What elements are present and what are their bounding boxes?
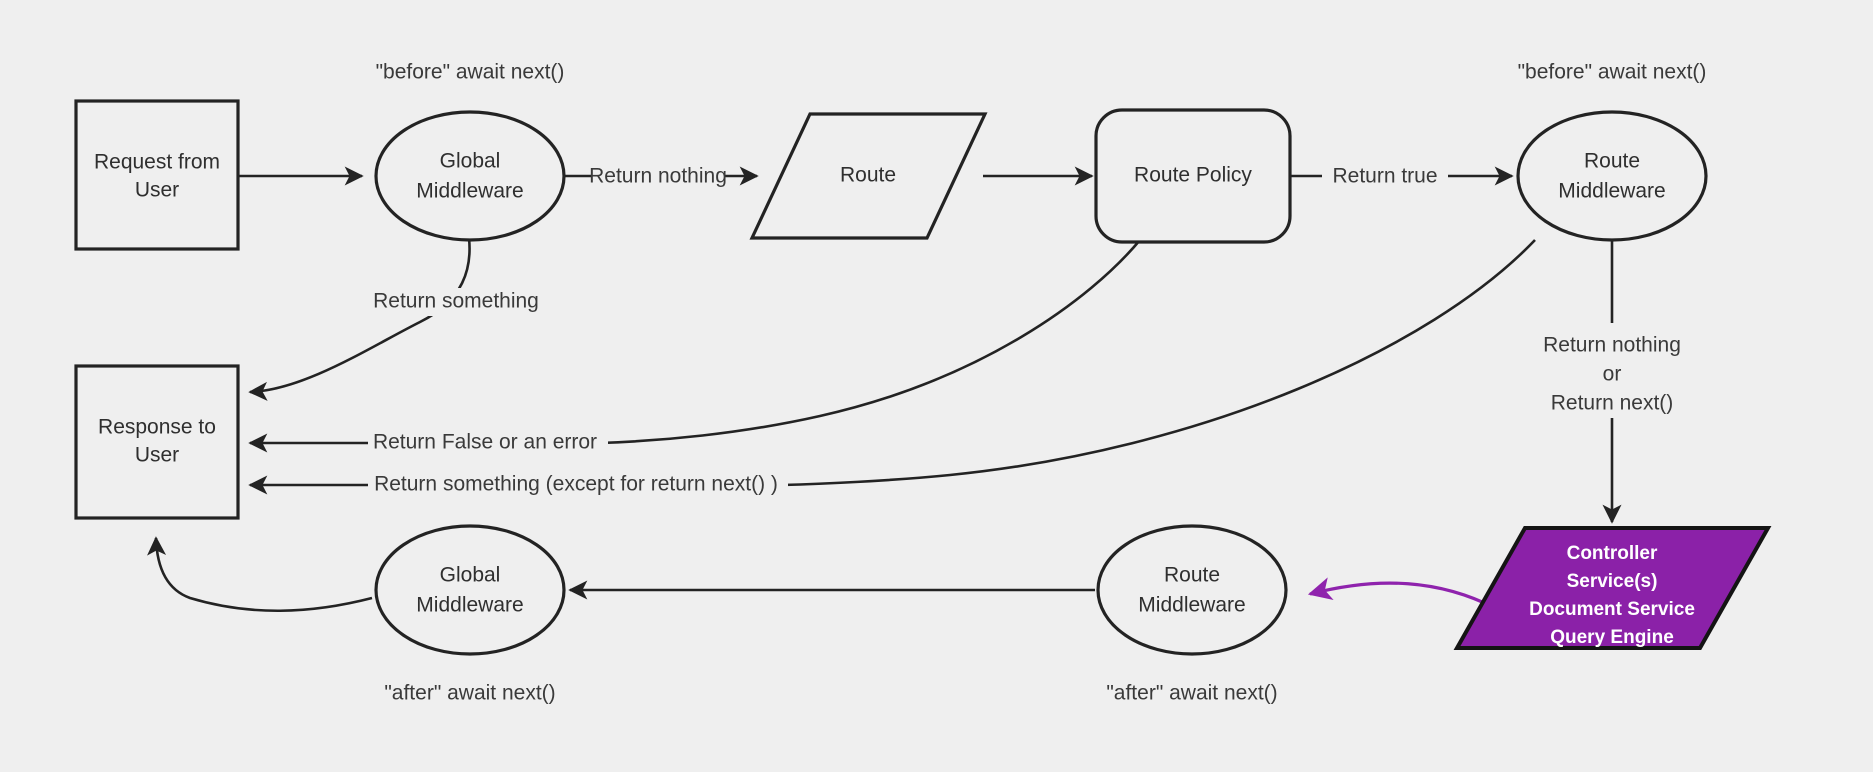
node-response-to-user[interactable]: Response to User <box>74 364 240 520</box>
controller-label-line4: Query Engine <box>1550 627 1674 648</box>
route-middleware-bottom-label-line2: Middleware <box>1138 594 1245 617</box>
connector-route-policy-return-false <box>599 239 1141 445</box>
edge-label-return-something-except: Return something (except for return next… <box>368 471 788 499</box>
svg-text:Return nothing: Return nothing <box>1543 334 1681 357</box>
node-global-middleware-bottom[interactable]: Global Middleware <box>374 524 566 656</box>
connector-global-middleware-return-something <box>248 237 471 401</box>
route-middleware-bottom-label-line1: Route <box>1164 564 1220 587</box>
response-to-user-label-line2: User <box>135 444 179 467</box>
svg-text:Return something (except for r: Return something (except for return next… <box>374 473 778 496</box>
svg-text:Return something: Return something <box>373 290 539 313</box>
controller-label-line3: Document Service <box>1529 599 1695 620</box>
svg-text:Return nothing: Return nothing <box>589 165 727 188</box>
svg-text:or: or <box>1603 363 1622 386</box>
node-global-middleware-top[interactable]: Global Middleware <box>374 110 566 242</box>
edge-label-return-false-or-error: Return False or an error <box>368 429 608 457</box>
svg-text:Return next(): Return next() <box>1551 392 1674 415</box>
edge-label-return-true: Return true <box>1322 162 1448 190</box>
annotation-after-route-middleware: "after" await next() <box>1106 682 1277 705</box>
connector-global-middleware-bottom-to-response <box>147 536 373 613</box>
global-middleware-top-label-line2: Middleware <box>416 180 523 203</box>
route-middleware-top-label-line2: Middleware <box>1558 180 1665 203</box>
svg-text:Return False or an error: Return False or an error <box>373 431 597 454</box>
edge-label-return-nothing: Return nothing <box>589 162 727 190</box>
edge-label-return-something: Return something <box>366 288 546 316</box>
global-middleware-top-label-line1: Global <box>440 150 501 173</box>
node-route-policy[interactable]: Route Policy <box>1094 108 1292 244</box>
controller-label-line1: Controller <box>1567 543 1658 564</box>
global-middleware-bottom-label-line2: Middleware <box>416 594 523 617</box>
route-label: Route <box>840 164 896 187</box>
request-from-user-label-line2: User <box>135 179 179 202</box>
connector-route-middleware-return-something-except <box>781 239 1536 487</box>
controller-label-line2: Service(s) <box>1567 571 1658 592</box>
node-route-middleware-bottom[interactable]: Route Middleware <box>1096 524 1288 656</box>
edge-label-return-nothing-or-next: Return nothing or Return next() <box>1530 330 1694 418</box>
global-middleware-bottom-label-line1: Global <box>440 564 501 587</box>
response-to-user-label-line1: Response to <box>98 416 216 439</box>
node-request-from-user[interactable]: Request from User <box>74 99 240 251</box>
request-from-user-label-line1: Request from <box>94 151 220 174</box>
route-middleware-top-label-line1: Route <box>1584 150 1640 173</box>
node-controller-services[interactable]: Controller Service(s) Document Service Q… <box>1453 526 1772 650</box>
node-route[interactable]: Route <box>749 112 988 240</box>
route-policy-label: Route Policy <box>1134 164 1252 187</box>
svg-text:Return true: Return true <box>1332 165 1437 188</box>
annotation-before-route-middleware: "before" await next() <box>1518 61 1707 84</box>
annotation-before-global-middleware: "before" await next() <box>376 61 565 84</box>
annotation-after-global-middleware: "after" await next() <box>384 682 555 705</box>
node-route-middleware-top[interactable]: Route Middleware <box>1516 110 1708 242</box>
connector-controller-to-route-middleware-purple <box>1307 577 1496 610</box>
